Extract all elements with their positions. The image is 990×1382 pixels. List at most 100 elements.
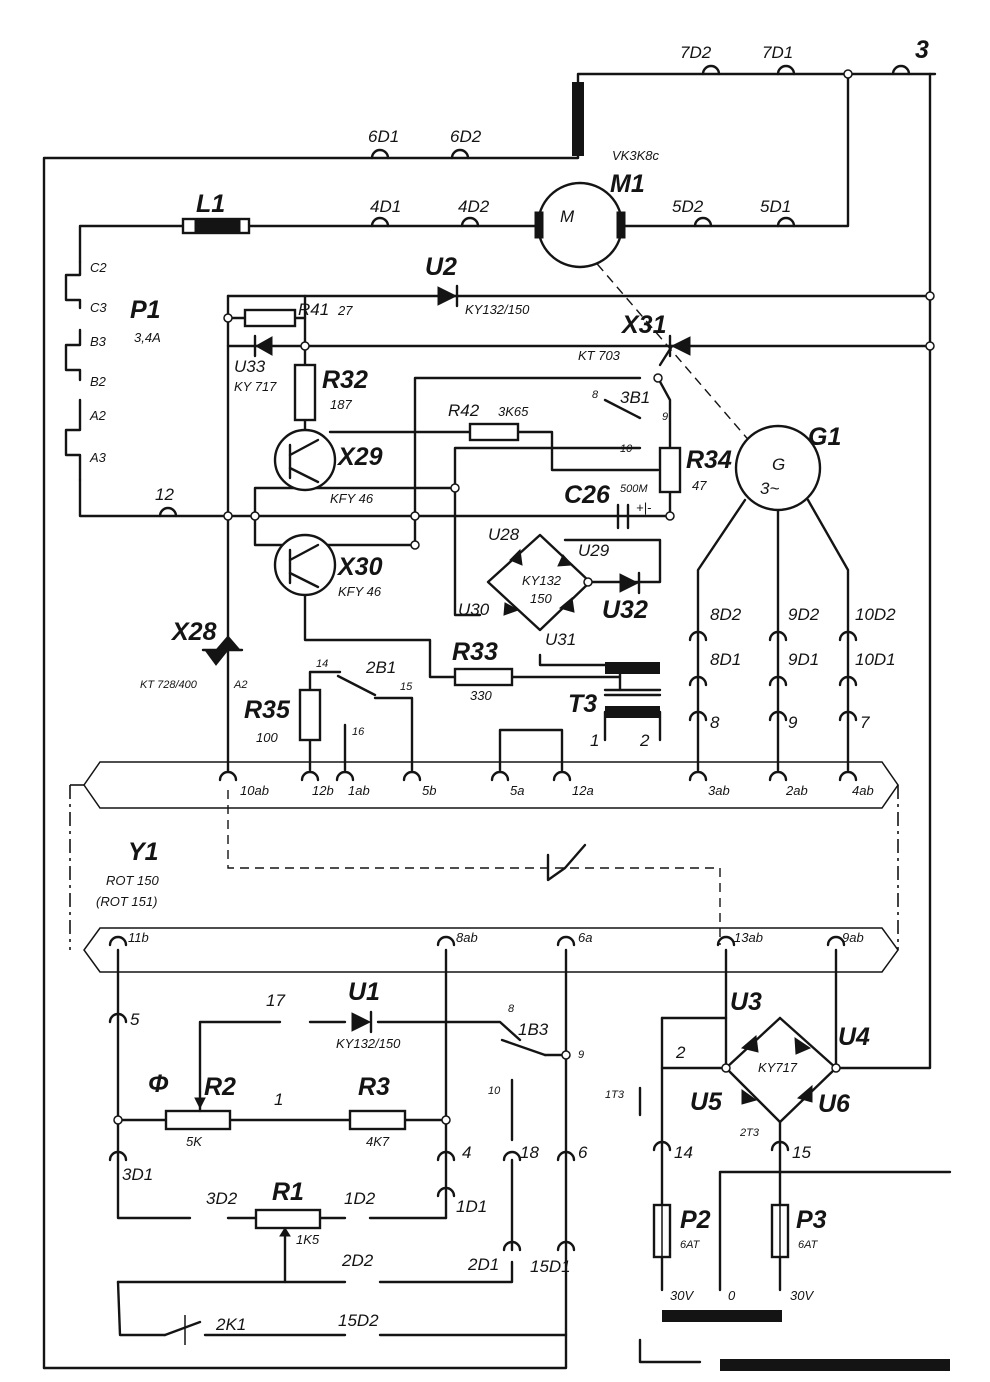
terminal-1: 1	[274, 1090, 283, 1109]
switch-pin-10: 10	[620, 443, 633, 455]
switch-3b1	[603, 398, 642, 420]
switch1-pin-9: 9	[578, 1049, 584, 1061]
terminal-1d1: 1D1	[456, 1197, 487, 1216]
terminal-15d1: 15D1	[530, 1257, 571, 1276]
transistor-x30	[273, 533, 337, 597]
resistor-r34	[658, 446, 682, 494]
label-l1: L1	[196, 190, 225, 218]
contact-y1	[546, 843, 587, 882]
label-u29: U29	[578, 541, 610, 560]
label-u31: U31	[545, 630, 576, 649]
labels: M1 VK3K8c M L1 P1 3,4A U2 KY132/150 R41 …	[89, 36, 929, 1334]
fuse-p3	[770, 1203, 790, 1259]
terminal-17: 17	[266, 991, 285, 1010]
label-r35-value: 100	[256, 730, 278, 745]
terminal-10d2: 10D2	[855, 605, 896, 624]
transformer-t3	[603, 688, 662, 742]
label-m1-symbol: M	[560, 207, 575, 226]
label-bridge-type: KY132	[522, 573, 562, 588]
pin-5a: 5a	[510, 783, 524, 798]
label-t3: T3	[568, 690, 597, 718]
label-2b1: 2B1	[365, 658, 396, 677]
terminal-4: 4	[462, 1143, 471, 1162]
label-u2-type: KY132/150	[465, 302, 530, 317]
terminal-a2: A2	[89, 408, 107, 423]
diode-u2	[437, 284, 459, 308]
inductor-l1	[181, 217, 251, 235]
transformer-pin-2: 2	[639, 731, 650, 750]
fuse-p2	[652, 1203, 672, 1259]
terminal-c3: C3	[90, 300, 107, 315]
label-p1-rating: 3,4A	[134, 330, 161, 345]
bridge-u3-u6	[740, 1035, 813, 1105]
triac-x28	[201, 635, 244, 666]
pin-12a: 12a	[572, 783, 594, 798]
label-x28-pin: A2	[233, 679, 247, 691]
terminal-b2: B2	[90, 374, 107, 389]
label-r32: R32	[322, 366, 368, 394]
terminal-3: 3	[915, 36, 929, 64]
label-c26: C26	[564, 481, 611, 509]
label-u1: U1	[348, 978, 380, 1006]
label-p2-volt: 30V	[670, 1288, 694, 1303]
switch1-pin-8: 8	[508, 1003, 515, 1015]
label-r2: R2	[204, 1073, 236, 1101]
terminal-8d2: 8D2	[710, 605, 742, 624]
label-p1: P1	[130, 296, 161, 324]
label-r3: R3	[358, 1073, 390, 1101]
label-u5: U5	[690, 1088, 723, 1116]
pin-2ab: 2ab	[785, 783, 808, 798]
pin-4ab: 4ab	[852, 783, 874, 798]
label-x31: X31	[620, 311, 666, 339]
pin-3ab: 3ab	[708, 783, 730, 798]
label-zero: 0	[728, 1288, 736, 1303]
transistor-x29	[273, 428, 337, 492]
label-u28: U28	[488, 525, 520, 544]
label-r33: R33	[452, 638, 498, 666]
label-x29-type: KFY 46	[330, 491, 374, 506]
terminal-10d1: 10D1	[855, 650, 896, 669]
label-r3-value: 4K7	[366, 1134, 390, 1149]
label-u32: U32	[602, 596, 648, 624]
terminal-7: 7	[860, 713, 870, 732]
terminal-9: 9	[788, 713, 798, 732]
label-x30: X30	[336, 553, 383, 581]
label-x28: X28	[170, 618, 217, 646]
label-p3-rating: 6AT	[798, 1239, 819, 1251]
potentiometer-r2	[164, 1096, 232, 1131]
label-u1-type: KY132/150	[336, 1036, 401, 1051]
resistor-r35	[298, 688, 322, 742]
pin-8ab: 8ab	[456, 930, 478, 945]
switch-pin-16: 16	[352, 726, 365, 738]
resistor-r41	[243, 308, 297, 328]
heavy-conductors	[572, 82, 950, 1371]
pin-5b: 5b	[422, 783, 436, 798]
switch-2k1	[163, 1315, 202, 1345]
terminal-b3: B3	[90, 334, 107, 349]
terminal-2: 2	[675, 1043, 686, 1062]
label-m1: M1	[610, 170, 645, 198]
label-r2-value: 5K	[186, 1134, 203, 1149]
diode-u33	[253, 334, 273, 358]
label-x31-type: KT 703	[578, 348, 621, 363]
coil-p1	[64, 260, 82, 482]
terminal-2d2: 2D2	[341, 1251, 374, 1270]
terminal-14: 14	[674, 1143, 693, 1162]
label-r32-value: 187	[330, 397, 352, 412]
label-r41-value: 27	[337, 303, 353, 318]
wires	[42, 72, 952, 1370]
terminal-8d1: 8D1	[710, 650, 741, 669]
label-x29: X29	[336, 443, 383, 471]
terminal-18: 18	[520, 1143, 539, 1162]
label-x28-type: KT 728/400	[140, 679, 198, 691]
label-bridge-value: 150	[530, 591, 552, 606]
terminal-a3: A3	[89, 450, 107, 465]
switch-2b1	[336, 674, 377, 697]
terminal-c2: C2	[90, 260, 107, 275]
label-1t3: 1T3	[605, 1089, 625, 1101]
switch1-pin-10: 10	[488, 1085, 501, 1097]
resistor-r3	[348, 1109, 407, 1131]
terminal-8: 8	[710, 713, 720, 732]
terminal-7d2: 7D2	[680, 43, 712, 62]
